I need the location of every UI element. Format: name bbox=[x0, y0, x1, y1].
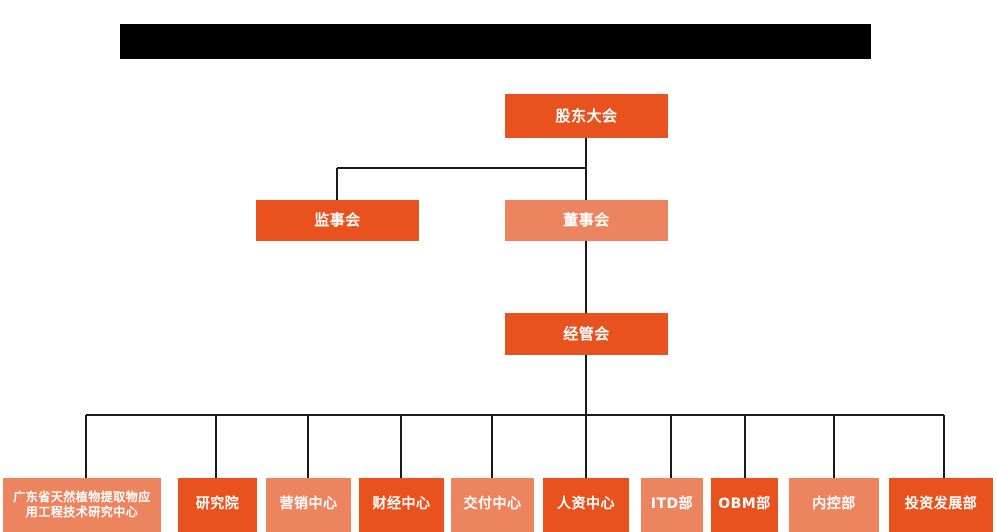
org-node-directors[interactable]: 董事会 bbox=[505, 200, 668, 241]
org-node-internal-control[interactable]: 内控部 bbox=[789, 478, 879, 532]
org-node-hr[interactable]: 人资中心 bbox=[543, 478, 629, 532]
org-node-research-center[interactable]: 广东省天然植物提取物应 用工程技术研究中心 bbox=[3, 478, 161, 532]
org-node-delivery-label: 交付中心 bbox=[463, 496, 522, 513]
org-node-institute[interactable]: 研究院 bbox=[178, 478, 257, 532]
org-node-shareholders-label: 股东大会 bbox=[555, 106, 618, 125]
org-node-itd[interactable]: ITD部 bbox=[641, 478, 703, 532]
org-node-management-label: 经管会 bbox=[563, 324, 610, 343]
org-node-supervisors[interactable]: 监事会 bbox=[256, 200, 419, 241]
org-node-shareholders[interactable]: 股东大会 bbox=[505, 94, 668, 138]
org-node-marketing[interactable]: 营销中心 bbox=[266, 478, 351, 532]
org-node-obm[interactable]: OBM部 bbox=[711, 478, 778, 532]
redacted-title-bar bbox=[120, 24, 871, 59]
org-node-itd-label: ITD部 bbox=[650, 496, 694, 513]
org-node-investment[interactable]: 投资发展部 bbox=[889, 478, 993, 532]
org-node-finance-label: 财经中心 bbox=[372, 496, 431, 513]
org-node-marketing-label: 营销中心 bbox=[279, 496, 338, 513]
org-node-research-center-label: 广东省天然植物提取物应 用工程技术研究中心 bbox=[13, 490, 151, 519]
org-node-delivery[interactable]: 交付中心 bbox=[451, 478, 534, 532]
org-node-management[interactable]: 经管会 bbox=[505, 313, 668, 355]
org-node-obm-label: OBM部 bbox=[718, 496, 771, 513]
org-node-hr-label: 人资中心 bbox=[557, 496, 615, 513]
org-node-internal-control-label: 内控部 bbox=[812, 496, 856, 513]
org-node-directors-label: 董事会 bbox=[563, 211, 610, 230]
org-node-institute-label: 研究院 bbox=[195, 496, 240, 513]
org-node-finance[interactable]: 财经中心 bbox=[359, 478, 444, 532]
org-node-investment-label: 投资发展部 bbox=[904, 496, 978, 513]
org-node-supervisors-label: 监事会 bbox=[314, 211, 361, 230]
